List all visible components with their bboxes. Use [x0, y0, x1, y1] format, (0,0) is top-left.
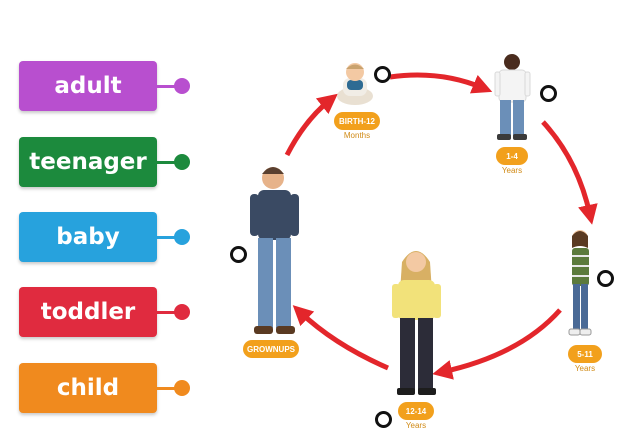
- connector-dot[interactable]: [174, 380, 190, 396]
- label-card-teenager[interactable]: teenager: [19, 137, 190, 187]
- connector-dot[interactable]: [174, 229, 190, 245]
- label-text: teenager: [29, 149, 147, 175]
- age-badge-toddler: 1-4: [496, 147, 528, 165]
- age-badge-child: 5-11: [568, 345, 602, 363]
- connector-line: [157, 387, 179, 390]
- connector-line: [157, 311, 179, 314]
- drop-target-toddler[interactable]: [540, 85, 557, 102]
- connector-dot[interactable]: [174, 78, 190, 94]
- label-text: adult: [54, 73, 122, 99]
- label-card-toddler[interactable]: toddler: [19, 287, 190, 337]
- connector-line: [157, 85, 179, 88]
- connector-line: [157, 236, 179, 239]
- label-card-baby[interactable]: baby: [19, 212, 190, 262]
- connector-line: [157, 161, 179, 164]
- drop-target-adult[interactable]: [230, 246, 247, 263]
- arrow-teen-to-adult: [292, 305, 389, 371]
- arrow-adult-to-baby: [284, 93, 338, 157]
- teen-figure: [392, 251, 441, 395]
- drop-target-teen[interactable]: [375, 411, 392, 428]
- badge-text: 5-11: [577, 349, 593, 359]
- toddler-figure: [494, 54, 531, 140]
- label-text: baby: [56, 224, 120, 250]
- badge-text: BIRTH-12: [338, 116, 375, 126]
- adult-figure: [250, 167, 299, 334]
- age-badge-birth: BIRTH-12: [334, 112, 380, 130]
- label-card-adult[interactable]: adult: [19, 61, 190, 111]
- drop-target-child[interactable]: [597, 270, 614, 287]
- age-unit-teen: Years: [405, 421, 427, 430]
- badge-text: GROWNUPS: [247, 344, 295, 354]
- age-badge-teen: 12-14: [398, 402, 434, 420]
- badge-text: 1-4: [506, 151, 518, 161]
- connector-dot[interactable]: [174, 154, 190, 170]
- arrow-toddler-to-child: [541, 120, 598, 225]
- badge-text: 12-14: [405, 406, 427, 416]
- label-text: toddler: [40, 299, 136, 325]
- label-card-child[interactable]: child: [19, 363, 190, 413]
- label-text: child: [56, 375, 120, 401]
- connector-dot[interactable]: [174, 304, 190, 320]
- child-figure: [568, 230, 592, 336]
- arrow-baby-to-toddler: [389, 72, 493, 94]
- age-unit-toddler: Years: [501, 166, 523, 175]
- age-unit-child: Years: [574, 364, 596, 373]
- baby-figure: [337, 63, 373, 105]
- age-unit-birth: Months: [343, 131, 371, 140]
- age-badge-grownup: GROWNUPS: [243, 340, 299, 358]
- arrow-child-to-teen: [432, 308, 562, 380]
- drop-target-baby[interactable]: [374, 66, 391, 83]
